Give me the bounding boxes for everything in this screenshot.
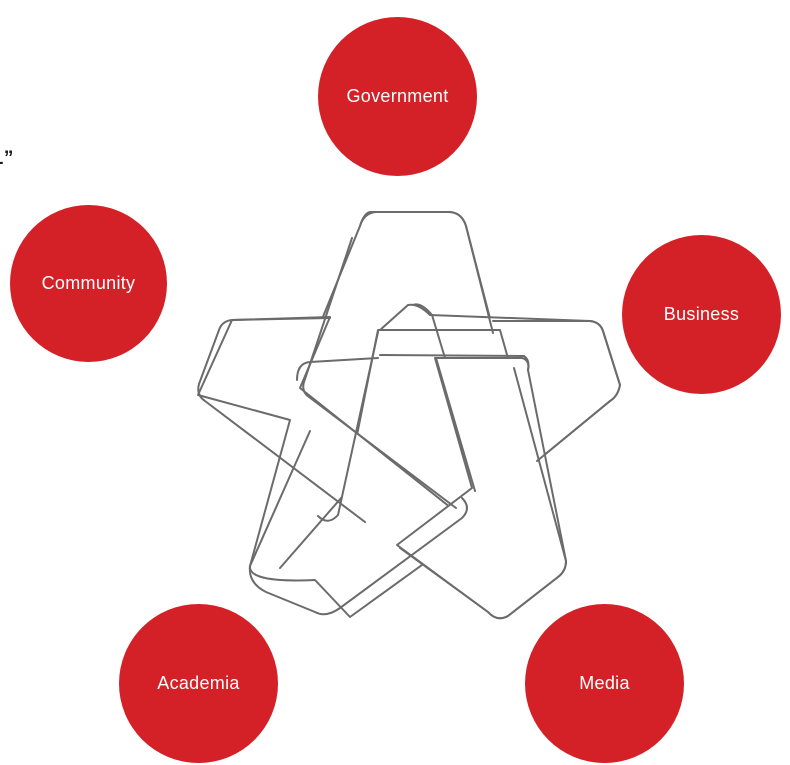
community-label: Community: [41, 273, 136, 293]
government-label: Government: [346, 86, 449, 106]
community-node: Community: [10, 205, 167, 362]
knot-outline-center-bar: [379, 354, 530, 371]
knot-outline-top-left: [302, 237, 457, 509]
knot-outline-right-tall: [399, 367, 567, 620]
academia-node: Academia: [119, 604, 278, 763]
government-node: Government: [318, 17, 477, 176]
knot-outline-left-outer: [197, 317, 366, 523]
media-label: Media: [579, 673, 630, 693]
academia-label: Academia: [157, 673, 240, 693]
knot-outline-left-inner: [317, 331, 379, 522]
knot-outline-bottom-left-inner: [279, 496, 343, 569]
knot-outline-center-left: [296, 357, 379, 381]
knot-outline-bottom-left: [248, 430, 468, 616]
business-node: Business: [622, 235, 781, 394]
knot-outline-top: [359, 211, 494, 334]
heading-line-2: RMAL”: [0, 148, 14, 169]
knot-outline-top-right: [412, 303, 446, 359]
business-label: Business: [663, 304, 740, 324]
media-node: Media: [525, 604, 684, 763]
knot-outline-right-outer: [492, 320, 621, 462]
knot-outline-right-diagonal: [435, 357, 476, 492]
